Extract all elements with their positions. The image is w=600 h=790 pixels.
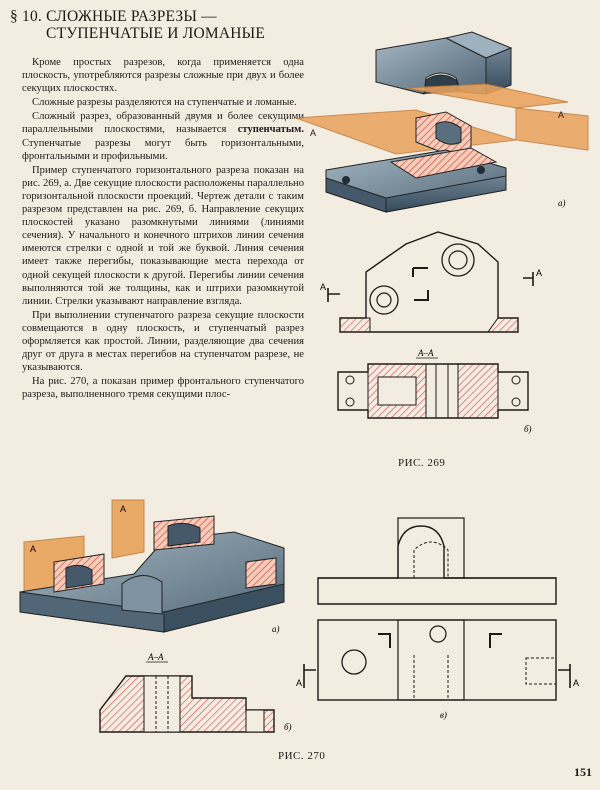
plane-letter: А — [30, 544, 36, 554]
plane-letter: А — [573, 678, 579, 688]
figure-label: в) — [440, 710, 447, 720]
figure-270a-isometric: А А А а) — [19, 499, 285, 634]
paragraph: При выполнении ступенчатого разреза секу… — [22, 309, 304, 374]
section-number: § 10. — [10, 8, 42, 25]
section-title-line1: СЛОЖНЫЕ РАЗРЕЗЫ — — [46, 8, 217, 25]
page-number: 151 — [574, 765, 592, 779]
paragraph-text: Сложный разрез, образованный двумя и бол… — [22, 111, 304, 136]
section-title: А–А — [147, 652, 164, 662]
figure-label: б) — [284, 722, 292, 732]
paragraph: На рис. 270, а показан пример фронтально… — [22, 376, 304, 401]
figure-270b-section: А–А б) — [99, 652, 292, 733]
figure-label: а) — [558, 198, 566, 208]
paragraph-text: Ступенчатые разрезы могут быть горизонта… — [22, 137, 304, 162]
paragraph: Сложные разрезы разделяются на ступенчат… — [32, 97, 297, 109]
figure-270-caption: РИС. 270 — [278, 750, 326, 762]
figure-label: б) — [524, 424, 532, 434]
plane-letter: А — [296, 678, 302, 688]
paragraph: Пример ступенчатого горизонтального разр… — [22, 164, 304, 307]
body-text: Кроме простых разрезов, когда применяетс… — [22, 56, 304, 401]
section-title: А–А — [417, 348, 434, 358]
paragraph: Сложный разрез, образованный двумя и бол… — [22, 110, 304, 162]
section-title-line2: СТУПЕНЧАТЫЕ И ЛОМАНЫЕ — [46, 25, 265, 42]
term-highlight: ступенчатым. — [237, 124, 304, 136]
figure-270v-drawing: А А в) — [296, 517, 579, 720]
plane-letter: А — [120, 504, 126, 514]
plane-letter: А — [536, 268, 542, 278]
section-heading: § 10. СЛОЖНЫЕ РАЗРЕЗЫ — СТУПЕНЧАТЫЕ И ЛО… — [10, 8, 310, 42]
plane-letter: А — [558, 110, 564, 120]
figure-label: а) — [272, 624, 280, 634]
figure-269-caption: РИС. 269 — [398, 457, 446, 469]
figure-269a-isometric: А А а) — [296, 31, 589, 213]
paragraph: Кроме простых разрезов, когда применяетс… — [22, 57, 304, 95]
plane-letter: А — [320, 282, 326, 292]
figure-269b-drawing: А А А–А б) — [320, 231, 542, 434]
plane-letter: А — [310, 128, 316, 138]
